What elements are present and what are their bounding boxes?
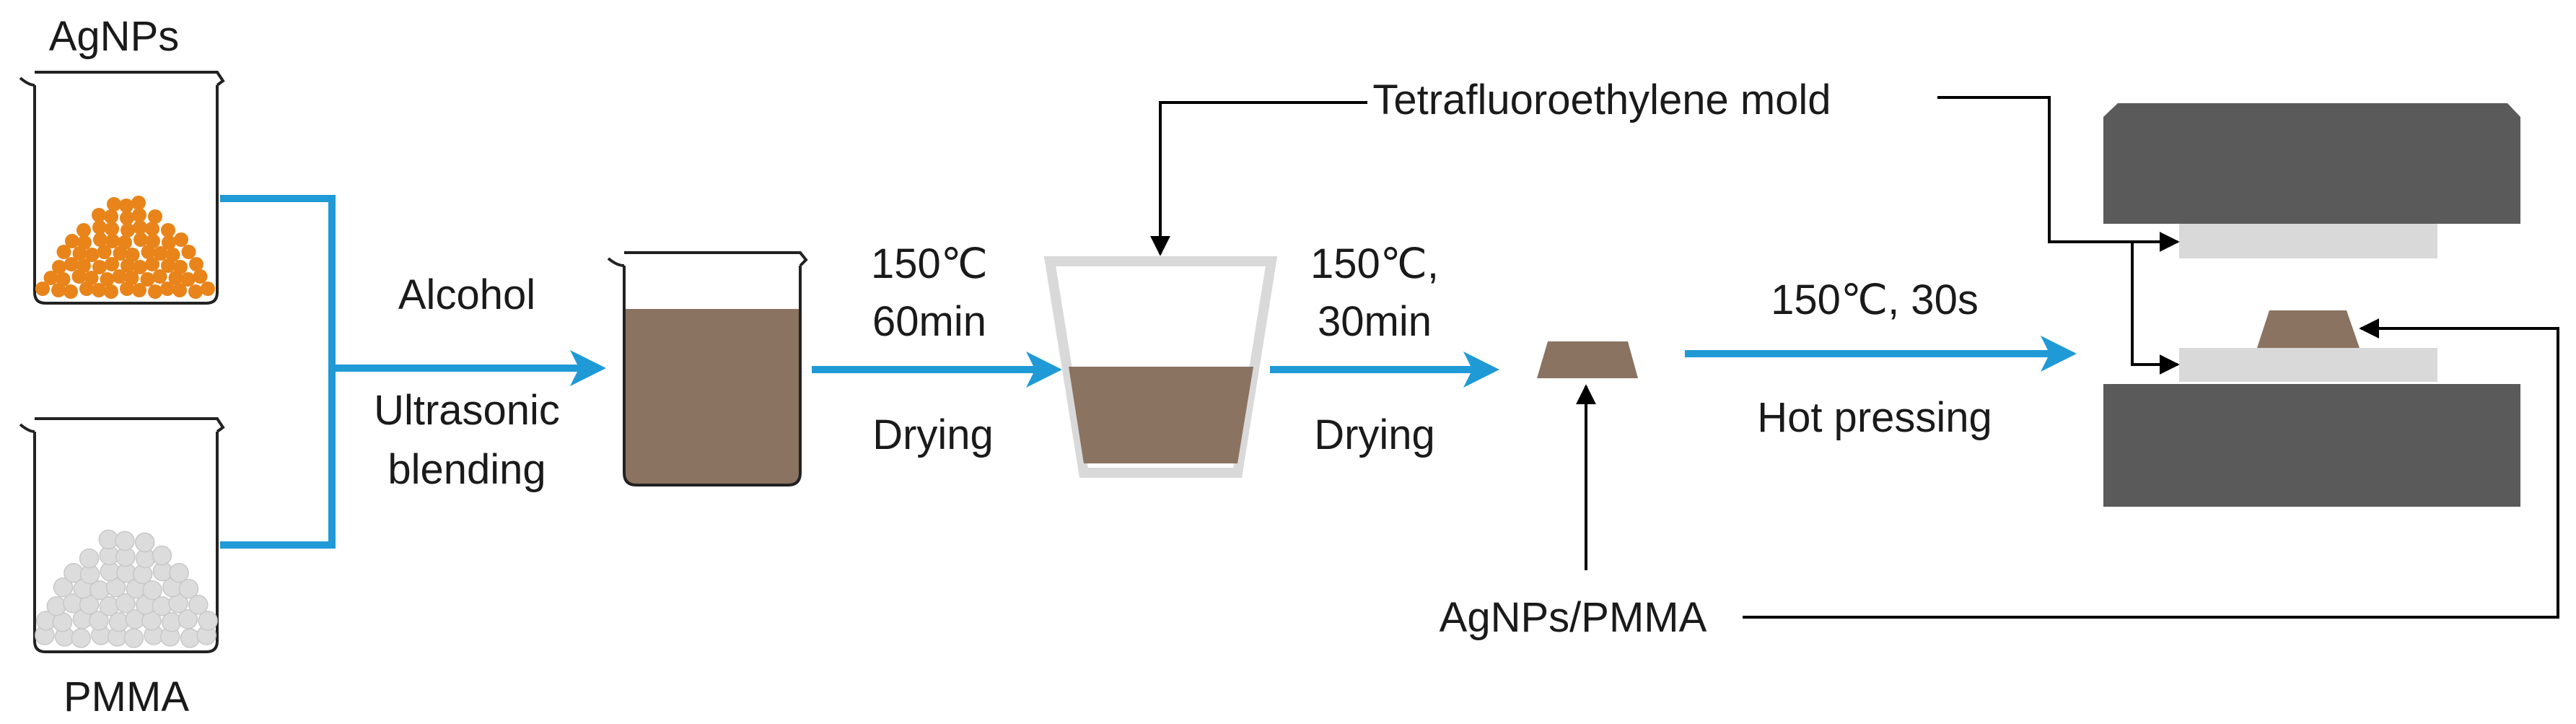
composite-pointer-to-press [1743, 318, 2559, 619]
mold-label: Tetrafluoroethylene mold [1372, 77, 1831, 123]
step2-duration: 30min [1318, 298, 1432, 345]
step1-duration: 60min [872, 298, 986, 345]
pmma-label: PMMA [63, 673, 189, 720]
pmma-particles [35, 529, 218, 648]
composite-label: AgNPs/PMMA [1440, 594, 1707, 641]
pressed-sample [2257, 310, 2360, 348]
step2-process: Drying [1314, 411, 1435, 458]
lower-mold-plate [2179, 348, 2437, 382]
mold-pointer-to-cup [1150, 101, 1367, 256]
agnps-label: AgNPs [49, 13, 180, 60]
hot-press-icon [2103, 103, 2520, 507]
ultrasonic-label-line2: blending [387, 446, 546, 493]
alcohol-label: Alcohol [398, 271, 535, 318]
mold-pointer-to-lower-plate [2131, 242, 2180, 375]
agnps-particles [35, 196, 215, 299]
lower-press-plate [2103, 384, 2520, 507]
mold-pointer-to-press [1937, 96, 2180, 252]
press-process: Hot pressing [1757, 394, 1992, 441]
agnps-beaker-icon [19, 71, 225, 305]
step2-temperature: 150℃, [1310, 240, 1439, 287]
step1-temperature: 150℃ [871, 240, 988, 287]
step1-process: Drying [872, 411, 994, 458]
mold-cup-icon [1043, 256, 1278, 478]
ultrasonic-label-line1: Ultrasonic [374, 387, 560, 434]
press-conditions: 150℃, 30s [1771, 276, 1979, 323]
upper-press-plate [2103, 103, 2520, 224]
pmma-beaker-icon [19, 417, 225, 653]
mixture-beaker-icon [607, 251, 808, 487]
merge-connector [220, 195, 606, 549]
upper-mold-plate [2179, 224, 2437, 258]
sample-icon [1537, 341, 1638, 378]
